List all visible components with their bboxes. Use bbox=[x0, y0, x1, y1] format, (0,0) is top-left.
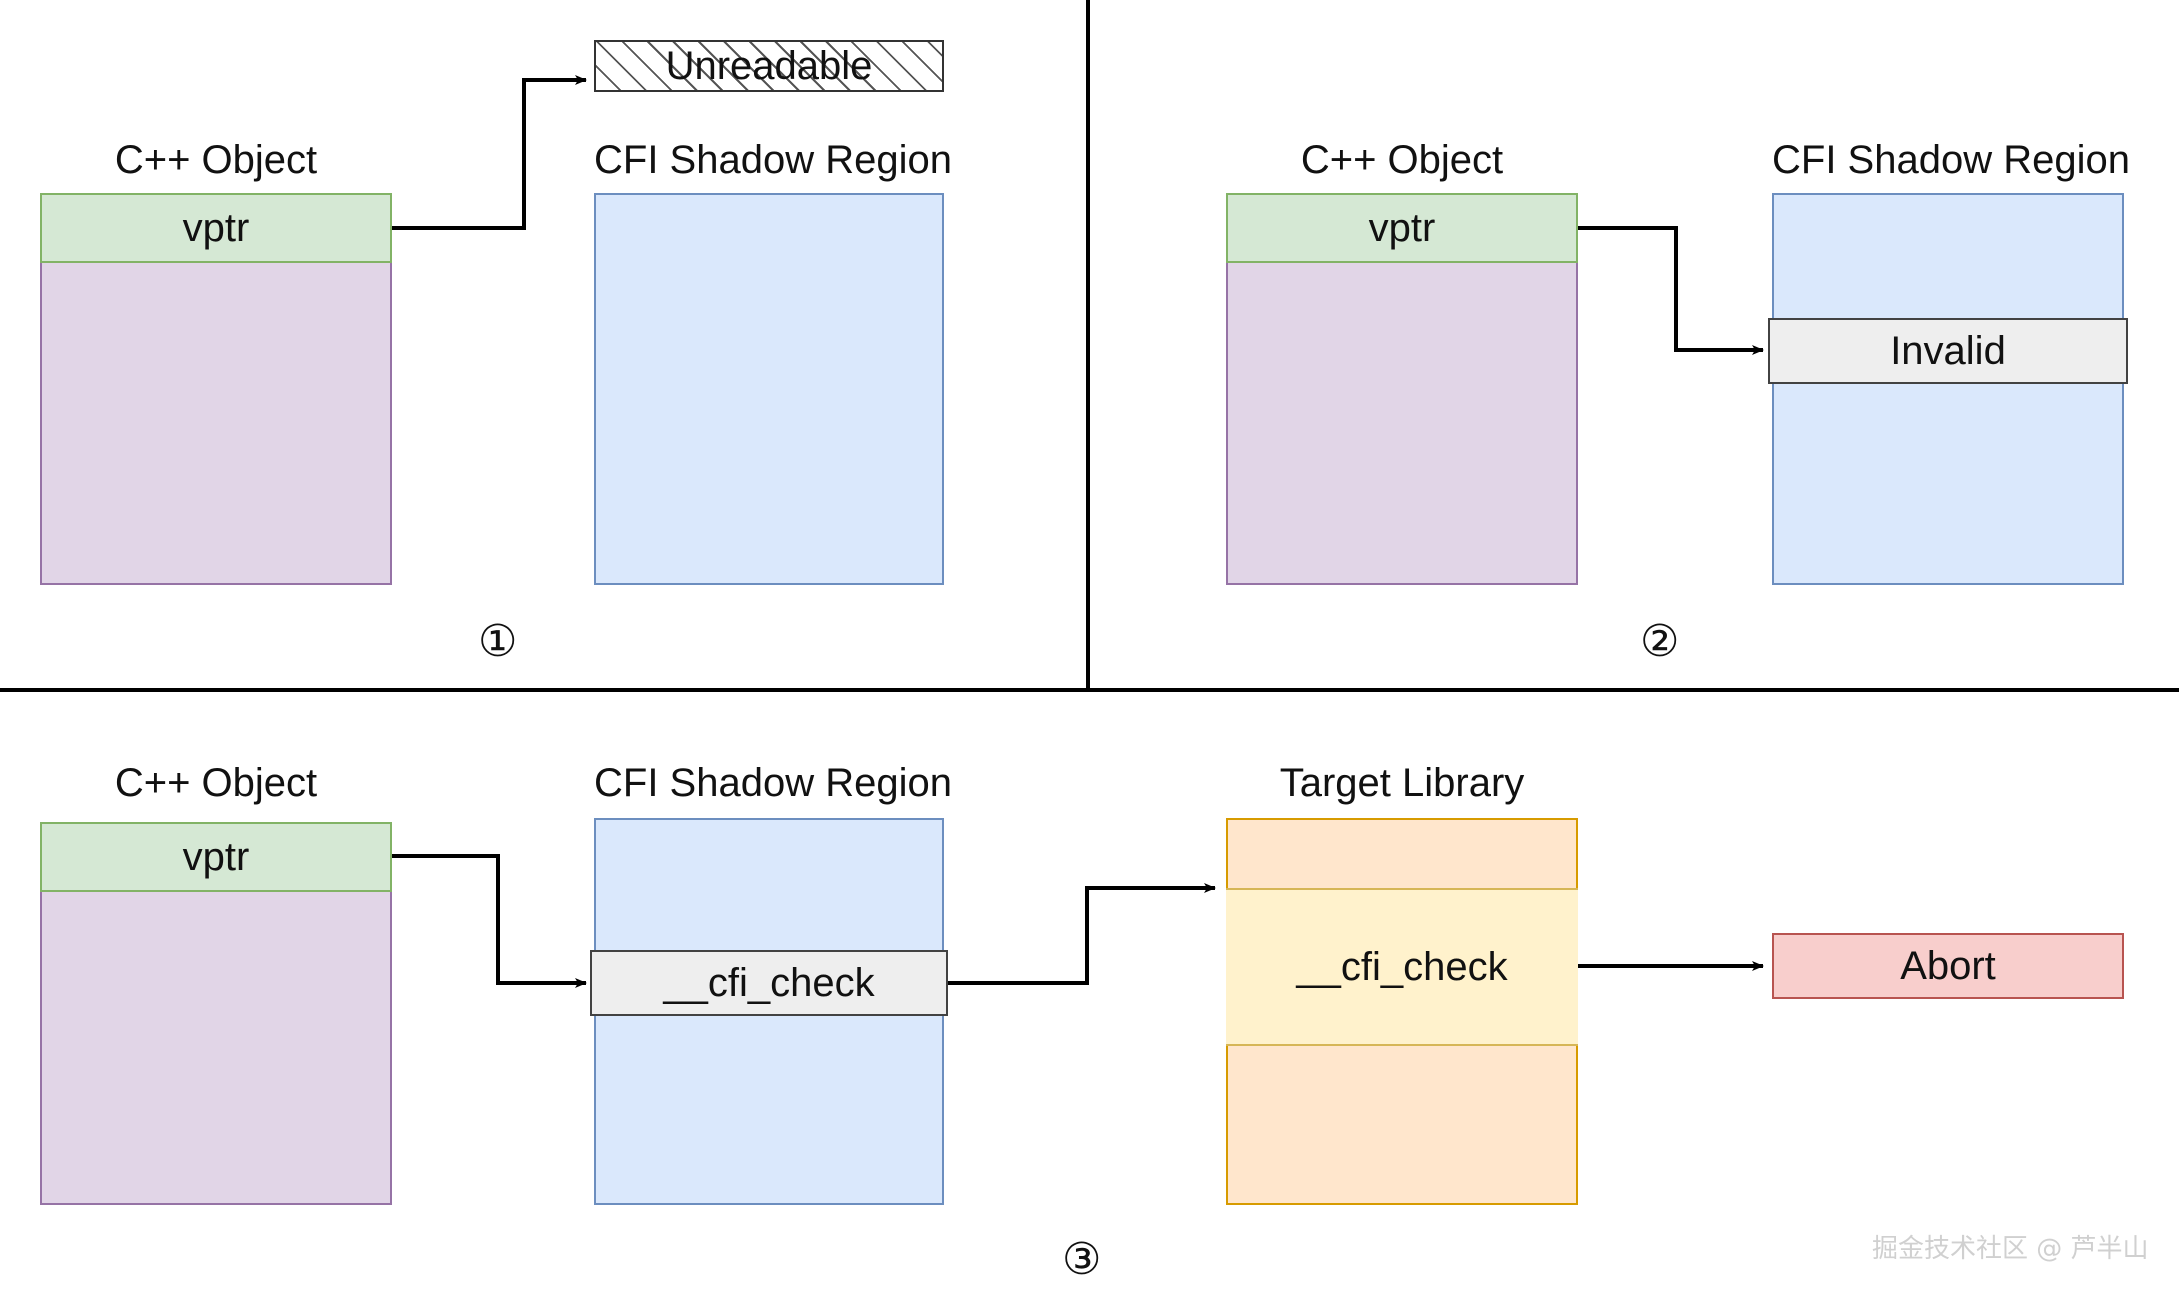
panel1-object-caption: C++ Object bbox=[114, 138, 318, 182]
panel1-vptr-label: vptr bbox=[182, 206, 250, 250]
unreadable-label: Unreadable bbox=[665, 44, 873, 88]
arrow-vptr-to-shadow-cfi-check bbox=[392, 854, 587, 988]
panel1-shadow-region bbox=[594, 193, 944, 585]
abort-box: Abort bbox=[1772, 933, 2124, 999]
panel3-shadow-cfi-check-label: __cfi_check bbox=[663, 961, 875, 1005]
panel3-library-caption: Target Library bbox=[1279, 761, 1525, 805]
panel3-shadow-caption: CFI Shadow Region bbox=[594, 761, 952, 805]
panel2-object-body bbox=[1226, 263, 1578, 585]
panel3-object-body bbox=[40, 892, 392, 1205]
unreadable-box: Unreadable bbox=[594, 40, 944, 92]
panel3-number: ③ bbox=[1062, 1235, 1102, 1284]
panel2-shadow-region bbox=[1772, 193, 2124, 585]
arrow-vptr-to-unreadable bbox=[392, 75, 587, 230]
panel3-vptr-label: vptr bbox=[182, 835, 250, 879]
watermark: 掘金技术社区 @ 芦半山 bbox=[1872, 1234, 2149, 1264]
panel3-shadow-cfi-check-slot: __cfi_check bbox=[590, 950, 948, 1016]
panel3-object-caption: C++ Object bbox=[114, 761, 318, 805]
hatch-pattern-icon bbox=[596, 42, 942, 90]
abort-label: Abort bbox=[1900, 944, 1996, 988]
panel2-vptr-slot: vptr bbox=[1226, 193, 1578, 263]
invalid-label: Invalid bbox=[1890, 329, 2006, 373]
arrow-vptr-to-invalid bbox=[1578, 226, 1764, 355]
panel1-shadow-caption: CFI Shadow Region bbox=[594, 138, 952, 182]
panel2-invalid-slot: Invalid bbox=[1768, 318, 2128, 384]
panel1-vptr-slot: vptr bbox=[40, 193, 392, 263]
panel2-shadow-caption: CFI Shadow Region bbox=[1772, 138, 2130, 182]
panel1-object-body bbox=[40, 263, 392, 585]
panel3-vptr-slot: vptr bbox=[40, 822, 392, 892]
panel2-vptr-label: vptr bbox=[1368, 206, 1436, 250]
panel2-object-caption: C++ Object bbox=[1300, 138, 1504, 182]
panel3-library-cfi-check-label: __cfi_check bbox=[1296, 945, 1508, 989]
panel2-number: ② bbox=[1640, 617, 1680, 666]
panel3-library-cfi-check-slot: __cfi_check bbox=[1226, 888, 1578, 1046]
panel1-number: ① bbox=[478, 617, 518, 666]
arrow-shadow-to-target-library bbox=[944, 883, 1216, 985]
